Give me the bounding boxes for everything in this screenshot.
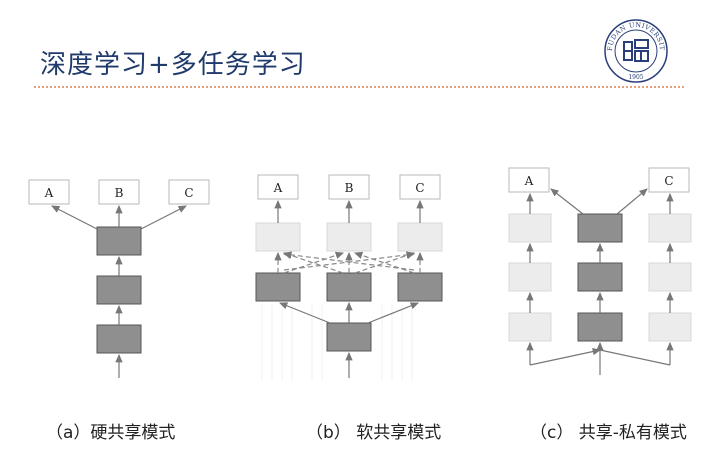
panel-a-hard-sharing: A B C — [28, 179, 210, 378]
panel-a-output-a: A — [28, 179, 70, 205]
panel-c-shared-mid — [577, 262, 623, 292]
panel-b-soft-sharing: A B C — [255, 174, 443, 380]
title-divider — [34, 86, 684, 88]
output-label: A — [273, 181, 283, 195]
output-label: B — [115, 186, 124, 200]
panel-a-shared-layer-bottom — [96, 324, 142, 354]
output-label: B — [345, 181, 354, 195]
output-label: A — [524, 174, 534, 188]
output-label: C — [415, 181, 424, 195]
caption-soft-sharing: （b） 软共享模式 — [306, 423, 442, 443]
output-label: A — [44, 186, 54, 200]
panel-b-task-layer-a — [255, 222, 301, 252]
panel-c-private-c-top — [648, 213, 692, 243]
panel-c-private-a-bottom — [508, 312, 552, 342]
panel-a-output-c: C — [168, 179, 210, 205]
panel-b-task-layer-c — [397, 222, 443, 252]
panel-c-shared-top — [577, 213, 623, 243]
panel-c-shared-private: A C — [508, 167, 692, 375]
panel-b-output-a: A — [257, 174, 299, 200]
panel-c-private-a-top — [508, 213, 552, 243]
panel-b-layer-b — [326, 272, 372, 302]
panel-b-output-c: C — [399, 174, 441, 200]
university-logo: FUDAN UNIVERSITY 1905 — [603, 18, 668, 83]
panel-a-output-b: B — [98, 179, 140, 205]
panel-b-layer-a — [255, 272, 301, 302]
output-label: C — [664, 174, 673, 188]
panel-c-private-a-mid — [508, 262, 552, 292]
panel-c-output-a: A — [508, 167, 550, 193]
panel-c-output-c: C — [648, 167, 690, 193]
panel-b-shared-input-layer — [326, 322, 372, 352]
logo-year: 1905 — [628, 74, 643, 81]
slide-title: 深度学习+多任务学习 — [40, 50, 306, 80]
seal-glyph-icon — [623, 39, 649, 62]
panel-c-private-c-mid — [648, 262, 692, 292]
caption-shared-private: （c） 共享-私有模式 — [530, 423, 687, 443]
panel-c-shared-bottom — [577, 312, 623, 342]
caption-hard-sharing: （a）硬共享模式 — [46, 423, 176, 443]
panel-a-shared-layer-mid — [96, 275, 142, 305]
panel-b-layer-c — [397, 272, 443, 302]
panel-c-private-c-bottom — [648, 312, 692, 342]
output-label: C — [184, 186, 193, 200]
panel-b-task-layer-b — [326, 222, 372, 252]
panel-a-shared-layer-top — [96, 226, 142, 256]
panel-b-output-b: B — [328, 174, 370, 200]
